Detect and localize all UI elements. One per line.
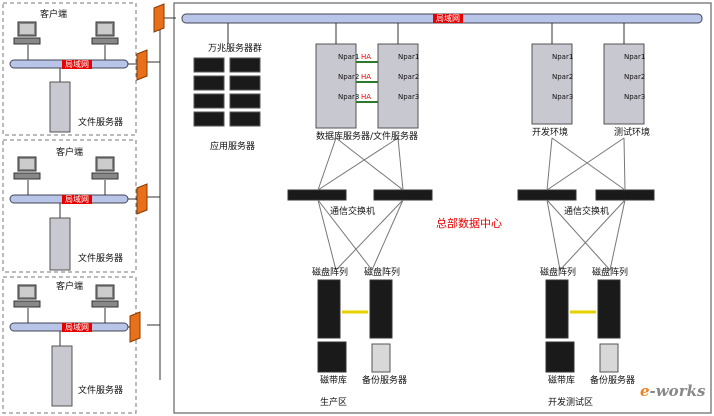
storage-right-array-2: 磁盘阵列	[592, 268, 629, 278]
npar-left-1: Npar1	[338, 53, 360, 61]
branch-box-3	[2, 276, 137, 414]
file-server-label-2: 文件服务器	[78, 254, 124, 264]
storage-right-array-1: 磁盘阵列	[540, 268, 577, 278]
app-cluster-label: 万兆服务器群	[208, 44, 263, 54]
ha-arrows	[356, 61, 378, 103]
backup-servers	[371, 343, 619, 373]
npar-test-2: Npar2	[624, 73, 646, 81]
client-label-1: 客户端	[40, 10, 68, 20]
npar-right-3: Npar3	[398, 93, 420, 101]
dev-env-label: 开发环境	[532, 128, 569, 138]
npar-dev-3: Npar3	[552, 93, 574, 101]
zone-label-production: 生产区	[320, 398, 348, 408]
npar-test-1: Npar1	[624, 53, 646, 61]
app-server-grid	[193, 57, 261, 127]
db-server-racks	[315, 43, 419, 129]
client-label-2: 客户端	[56, 148, 84, 158]
branch-box-1	[2, 2, 137, 136]
dev-test-racks	[531, 43, 645, 125]
datacenter-box	[173, 2, 712, 414]
center-title: 总部数据中心	[436, 217, 502, 230]
npar-right-1: Npar1	[398, 53, 420, 61]
storage-left-tape: 磁带库	[320, 376, 348, 386]
npar-left-2: Npar2	[338, 73, 360, 81]
npar-right-2: Npar2	[398, 73, 420, 81]
branch-box-2	[2, 139, 137, 273]
client-label-3: 客户端	[56, 282, 84, 292]
storage-left-backup: 备份服务器	[362, 376, 408, 386]
branch-bus-label-1: 局域网	[62, 60, 92, 69]
firewall-3	[129, 311, 141, 343]
npar-dev-2: Npar2	[552, 73, 574, 81]
storage-arrays	[317, 279, 621, 373]
main-bus-label: 局域网	[433, 14, 463, 23]
ha-label-1: HA	[361, 53, 372, 61]
branch-file-server-icons	[49, 81, 73, 407]
watermark-e: e	[640, 382, 650, 400]
storage-left-array-1: 磁盘阵列	[312, 268, 349, 278]
firewall-1	[136, 49, 148, 81]
test-env-label: 测试环境	[614, 128, 651, 138]
firewall-main	[153, 3, 165, 33]
file-server-label-3: 文件服务器	[78, 386, 124, 396]
app-server-label: 应用服务器	[210, 142, 256, 152]
ha-label-3: HA	[361, 93, 372, 101]
watermark-rest: -works	[649, 382, 706, 400]
switch-label-right: 通信交换机	[564, 207, 610, 217]
switches	[287, 189, 655, 201]
db-server-label: 数据库服务器/文件服务器	[316, 132, 419, 142]
switch-label-left: 通信交换机	[330, 207, 376, 217]
branch-bus-label-3: 局域网	[62, 323, 92, 332]
file-server-label-1: 文件服务器	[78, 118, 124, 128]
storage-right-backup: 备份服务器	[590, 376, 636, 386]
npar-test-3: Npar3	[624, 93, 646, 101]
storage-right-tape: 磁带库	[548, 376, 576, 386]
npar-left-3: Npar3	[338, 93, 360, 101]
storage-left-array-2: 磁盘阵列	[364, 268, 401, 278]
branch-bus-label-2: 局域网	[62, 195, 92, 204]
npar-dev-1: Npar1	[552, 53, 574, 61]
firewall-2	[136, 183, 148, 215]
zone-label-dev-test: 开发测试区	[548, 398, 594, 408]
watermark-logo: e-works	[640, 382, 705, 400]
ha-label-2: HA	[361, 73, 372, 81]
